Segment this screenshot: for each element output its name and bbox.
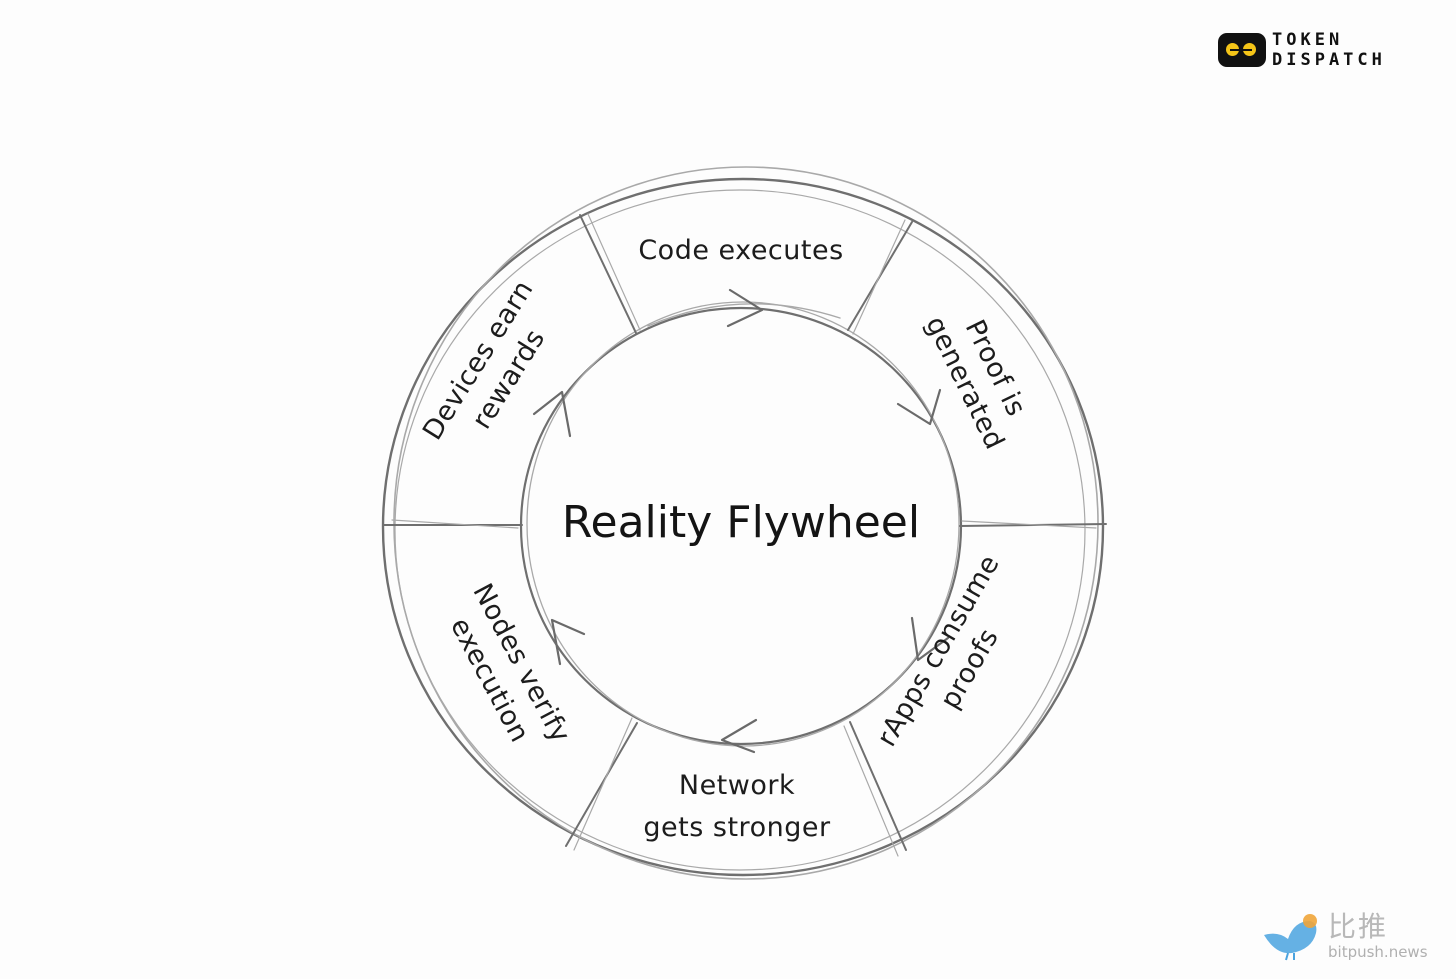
segment-dividers [383,213,1107,857]
segment-code: Code executes [638,235,843,266]
arrow-left-top-icon [532,390,572,438]
arrow-bottom-icon [720,718,758,754]
logo-mark-icon [1218,33,1266,67]
arrow-right-bottom-icon [910,616,950,662]
flow-arrows [532,288,950,754]
bitpush-watermark: 比推 bitpush.news [1256,905,1446,967]
outer-ring [381,166,1105,880]
segment-code-line1: Code executes [638,235,843,266]
segment-network: Network gets stronger [643,770,831,843]
logo-line1: TOKEN [1272,30,1344,50]
watermark-site: bitpush.news [1328,943,1428,961]
segment-proof: Proof is generated [919,312,1032,455]
arrow-top-icon [726,288,764,328]
arrow-right-top-icon [896,388,942,426]
logo-line2: DISPATCH [1272,50,1386,70]
segment-devices: Devices earn rewards [417,275,551,446]
watermark-chinese: 比推 [1328,910,1389,943]
token-dispatch-logo: TOKEN DISPATCH [1216,30,1416,74]
logo-wordmark: TOKEN DISPATCH [1272,30,1416,70]
center-label: Reality Flywheel [562,497,920,548]
segment-network-line1: Network [679,770,795,801]
arrow-left-bottom-icon [550,618,586,666]
bird-logo-icon [1264,914,1317,961]
segment-network-line2: gets stronger [643,812,831,843]
